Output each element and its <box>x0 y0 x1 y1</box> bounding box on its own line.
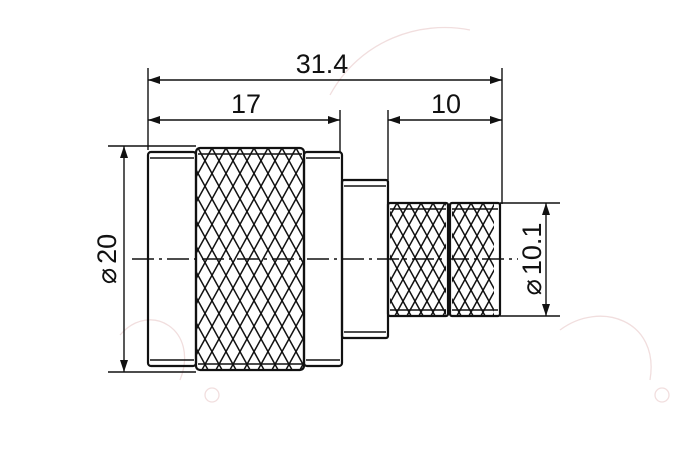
knurl-line <box>0 148 58 370</box>
knurl-line <box>196 148 297 370</box>
knurl-line <box>541 203 603 316</box>
knurl-line <box>253 148 304 370</box>
body-length-label: 17 <box>231 89 261 119</box>
watermark-decoration <box>119 26 670 403</box>
knurl-line <box>62 148 184 370</box>
knurl-line <box>430 286 446 316</box>
knurl-line <box>591 203 653 316</box>
knurl-line <box>390 275 412 316</box>
knurl-line <box>0 148 30 370</box>
knurl-line <box>0 148 72 370</box>
knurl-line <box>196 148 227 370</box>
knurl-line <box>0 148 96 370</box>
knurl-line <box>452 203 472 240</box>
knurl-line <box>452 203 484 261</box>
knurl-line <box>0 148 100 370</box>
knurl-line <box>196 148 237 370</box>
knurl-line <box>271 148 304 370</box>
knurl-line <box>281 148 304 370</box>
knurl-line <box>452 275 474 316</box>
knurl-line <box>0 148 44 370</box>
knurl-line <box>390 203 422 261</box>
knurl-line <box>567 203 629 316</box>
knurl-line <box>196 148 251 370</box>
knurl-line <box>553 203 615 316</box>
body-diameter-label-group: ⌀ 20 <box>92 234 122 284</box>
knurl-line <box>243 148 304 370</box>
knurl-line <box>432 203 446 229</box>
diameter-symbol: ⌀ <box>92 268 122 284</box>
body-diameter-label: 20 <box>92 234 122 264</box>
knurl-line <box>197 148 304 370</box>
diameter-symbol: ⌀ <box>517 279 547 295</box>
knurl-line <box>452 210 494 291</box>
crimp-length-label: 10 <box>431 89 461 119</box>
knurl-line <box>543 203 605 316</box>
knurl-line <box>390 203 434 283</box>
crimp-diameter-label-group: ⌀ 10.1 <box>517 223 547 296</box>
crimp-diameter-label: 10.1 <box>517 223 547 276</box>
knurl-line <box>267 148 304 370</box>
knurl-line <box>420 203 446 251</box>
knurl-line <box>406 243 446 316</box>
knurl-line <box>196 148 223 370</box>
knurl-line <box>257 148 304 370</box>
knurl-line <box>196 148 241 370</box>
knurl-line <box>482 203 494 225</box>
knurl-line <box>579 203 641 316</box>
dimension-lines <box>120 76 550 372</box>
svg-text:⌀20: ⌀ 20 <box>92 234 122 284</box>
svg-text:⌀10.1: ⌀ 10.1 <box>517 223 547 296</box>
knurl-line <box>0 148 16 370</box>
knurl-line <box>390 203 410 240</box>
overall-length-label: 31.4 <box>296 49 349 79</box>
knurl-line <box>470 203 494 247</box>
knurl-line <box>196 148 255 370</box>
knurl-line <box>480 290 494 316</box>
knurl-line <box>418 265 446 316</box>
knurl-line <box>541 203 603 316</box>
knurl-line <box>0 148 86 370</box>
knurl-line <box>603 203 665 316</box>
knurl-line <box>0 148 2 370</box>
knurl-line <box>555 203 617 316</box>
knurl-line <box>468 268 494 316</box>
